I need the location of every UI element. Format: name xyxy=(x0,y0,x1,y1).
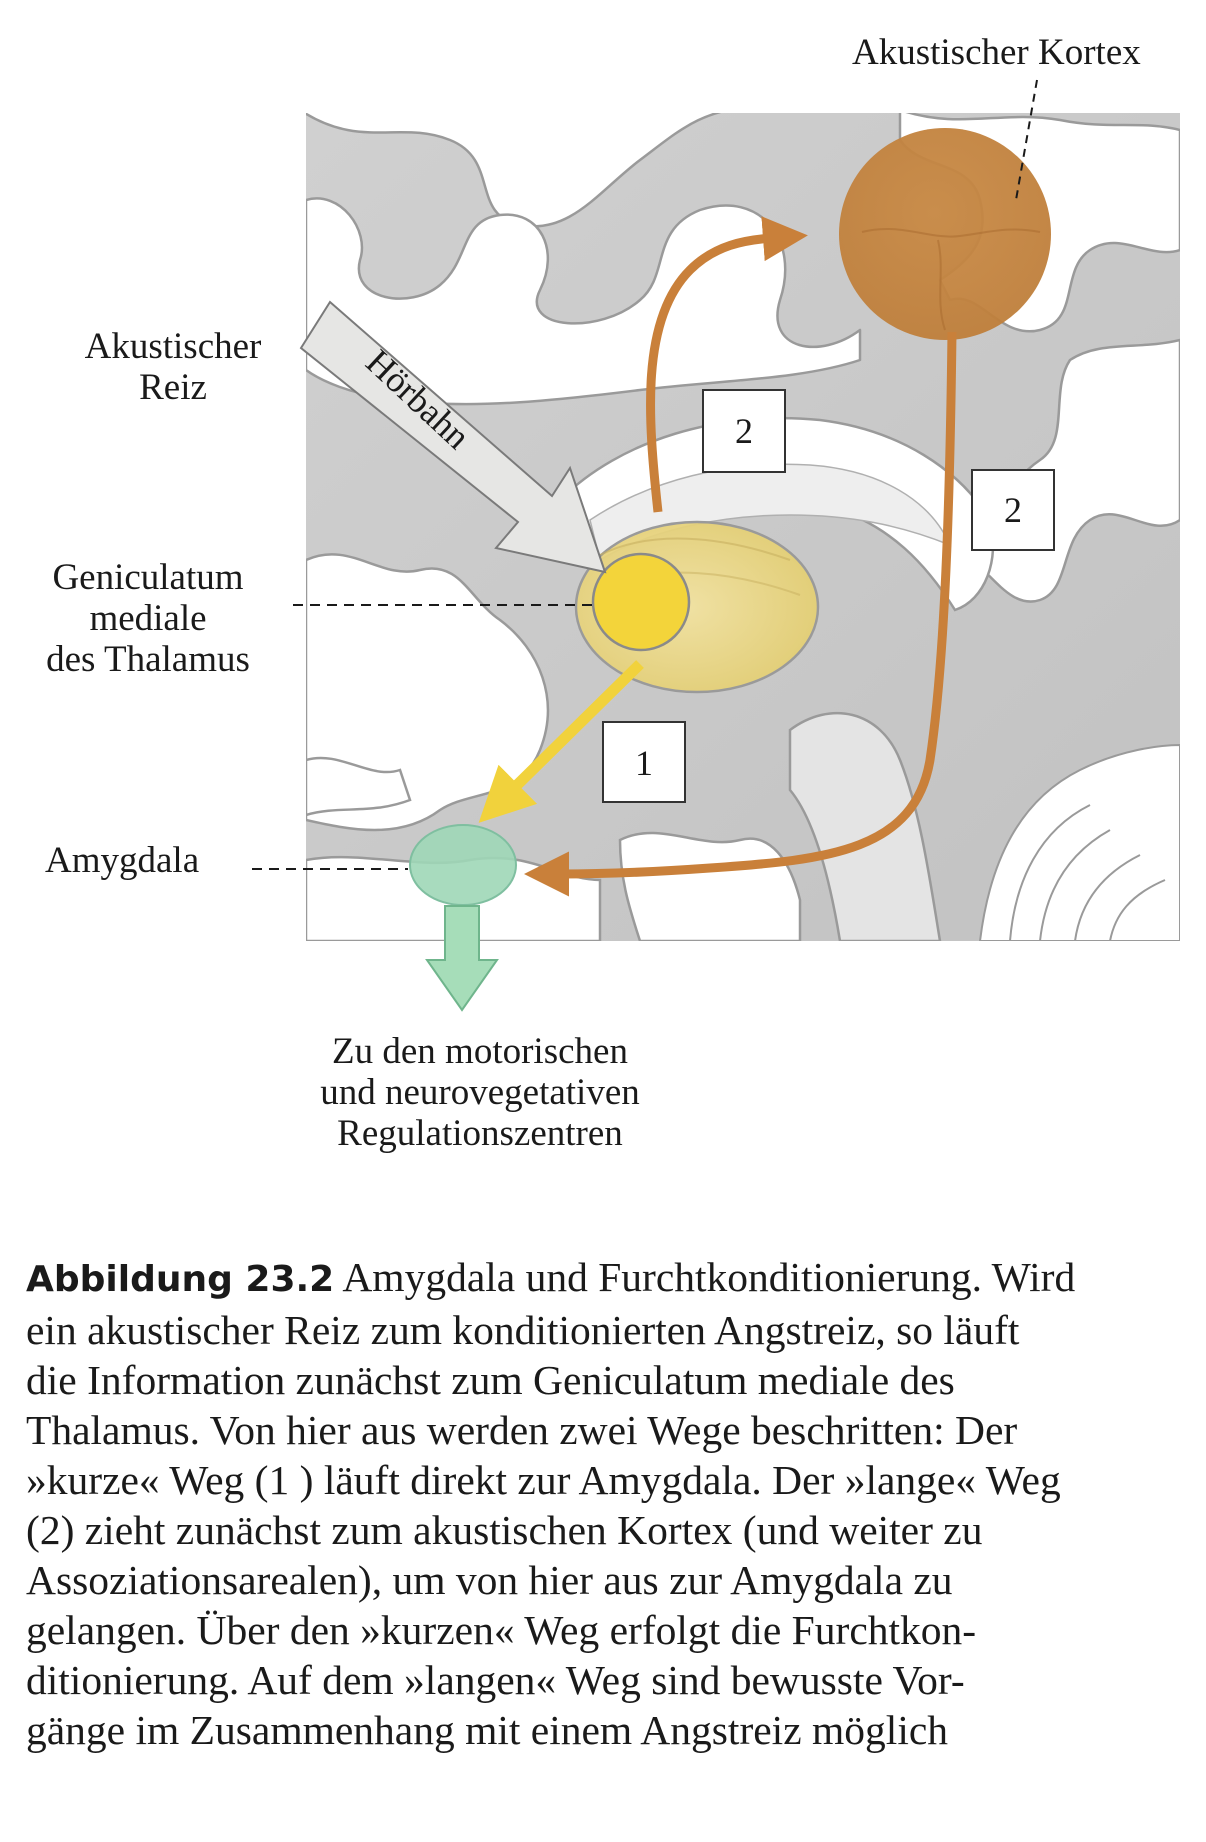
amygdala-region xyxy=(409,824,517,906)
caption-line: Thalamus. Von hier aus werden zwei Wege … xyxy=(26,1407,1018,1453)
caption-line: gelangen. Über den »kurzen« Weg erfolgt … xyxy=(26,1607,977,1653)
brain-diagram: 1 2 2 Hörbahn xyxy=(252,79,1180,1012)
caption-line: ditionierung. Auf dem »langen« Weg sind … xyxy=(26,1657,965,1703)
cortex-leader-line xyxy=(1015,79,1038,201)
number-box-long-path-down: 2 xyxy=(971,469,1055,551)
long-path-up-number: 2 xyxy=(735,411,753,451)
figure-caption: Abbildung 23.2 Amygdala und Furchtkondit… xyxy=(26,1252,1186,1755)
number-box-short-path: 1 xyxy=(602,721,686,803)
output-label: Zu den motorischen und neurovegetativen … xyxy=(320,1031,640,1154)
caption-line: (2) zieht zunächst zum akustischen Korte… xyxy=(26,1507,983,1553)
caption-line: ein akustischer Reiz zum konditionierten… xyxy=(26,1307,1020,1353)
geniculatum-mediale xyxy=(591,552,691,652)
caption-line: gänge im Zusammenhang mit einem Angstrei… xyxy=(26,1707,949,1753)
acoustic-cortex-label: Akustischer Kortex xyxy=(852,32,1141,73)
caption-line: die Information zunächst zum Geniculatum… xyxy=(26,1357,955,1403)
caption-line: Assoziationsarealen), um von hier aus zu… xyxy=(26,1557,953,1603)
amygdala-label: Amygdala xyxy=(45,840,200,881)
auditory-pathway-arrow xyxy=(299,300,607,574)
acoustic-stimulus-label: Akustischer Reiz xyxy=(84,326,262,408)
short-path-arrow xyxy=(478,660,644,823)
output-arrow xyxy=(425,905,499,1012)
short-path-number: 1 xyxy=(635,743,653,783)
long-path-down-number: 2 xyxy=(1004,490,1022,530)
long-path-up-arrow xyxy=(646,216,808,513)
acoustic-cortex-region xyxy=(839,128,1051,340)
caption-line-1: Abbildung 23.2 Amygdala und Furchtkondit… xyxy=(26,1254,1076,1300)
long-path-down-arrow xyxy=(524,331,957,897)
number-box-long-path-up: 2 xyxy=(702,389,786,473)
figure-number: Abbildung 23.2 xyxy=(26,1259,335,1300)
caption-line: »kurze« Weg (1 ) läuft direkt zur Amygda… xyxy=(26,1457,1061,1503)
geniculatum-label: Geniculatum mediale des Thalamus xyxy=(46,557,250,680)
